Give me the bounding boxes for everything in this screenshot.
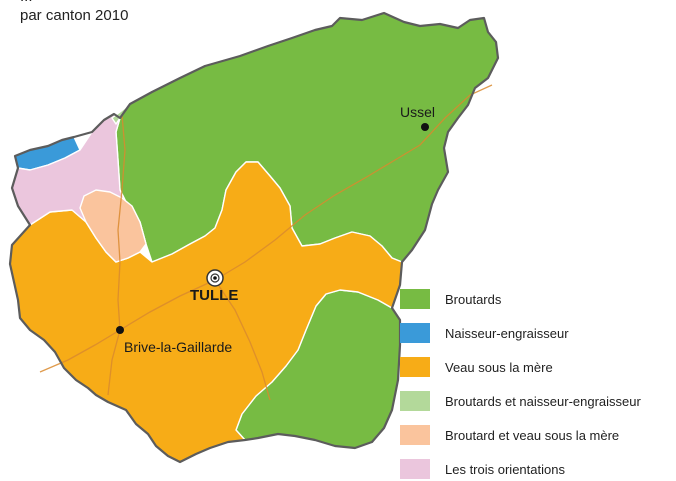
legend-label: Broutards et naisseur-engraisseur	[445, 393, 641, 409]
legend-item-trois-orientations: Les trois orientations	[400, 457, 565, 481]
legend-swatch	[400, 425, 430, 445]
legend-item-veau-sous-la-mere: Veau sous la mère	[400, 355, 553, 379]
legend-swatch	[400, 391, 430, 411]
legend-item-naisseur-engraisseur: Naisseur-engraisseur	[400, 321, 569, 345]
map-title-line-1: ...	[20, 0, 380, 6]
prefecture-marker-icon	[206, 269, 224, 287]
road-brive-tulle	[119, 279, 216, 331]
legend-swatch	[400, 357, 430, 377]
legend-swatch	[400, 289, 430, 309]
road-brive-west	[39, 329, 121, 373]
legend-swatch	[400, 459, 430, 479]
place-brive: Brive-la-Gaillarde	[124, 339, 232, 355]
legend-label: Broutards	[445, 291, 502, 307]
legend-swatch	[400, 323, 430, 343]
place-ussel: Ussel	[400, 104, 435, 120]
legend-item-broutard-et-veau: Broutard et veau sous la mère	[400, 423, 619, 447]
legend-item-broutards-et-naisseur: Broutards et naisseur-engraisseur	[400, 389, 641, 413]
legend-label: Les trois orientations	[445, 461, 565, 477]
region-broutards-north-east	[115, 12, 499, 263]
brive-dot-icon	[116, 326, 124, 334]
ussel-dot-icon	[421, 123, 429, 131]
legend-item-broutards: Broutards	[400, 287, 501, 311]
map-title: ... par canton 2010	[20, 0, 380, 25]
road-tulle-south	[214, 279, 271, 401]
region-broutard-et-veau	[79, 189, 147, 263]
road-brive-north	[117, 114, 126, 331]
road-brive-south	[107, 329, 121, 396]
road-tulle-ussel	[214, 84, 493, 281]
map-title-line-2: par canton 2010	[20, 7, 129, 24]
legend-label: Veau sous la mère	[445, 359, 553, 375]
place-tulle: TULLE	[190, 287, 238, 304]
legend-label: Broutard et veau sous la mère	[445, 427, 620, 443]
legend-label: Naisseur-engraisseur	[445, 325, 569, 341]
department-outline	[8, 11, 500, 464]
